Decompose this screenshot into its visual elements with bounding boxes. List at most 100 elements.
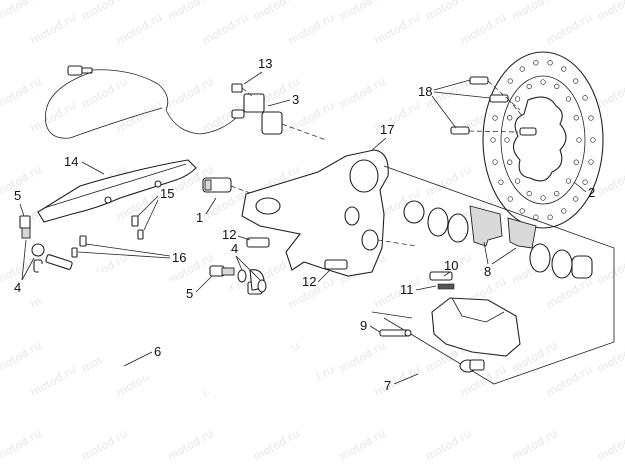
disc-hole [573,78,579,84]
callout-3: 3 [292,92,299,107]
watermark-text: motod.ru [0,75,44,111]
disc-hole [492,115,498,121]
watermark-text: motod.ru [458,11,508,47]
caliper-pistons [403,200,593,279]
bracket-bolts [246,237,348,270]
watermark-text: motod.ru [251,427,301,463]
watermark-text: motod.ru [372,275,422,311]
watermark-text: motod.ru [595,427,625,463]
watermark-text: motod.ru [337,339,387,375]
disc-hole [561,208,567,214]
watermark-text: motod.ru [544,275,594,311]
callout-17: 17 [380,122,394,137]
watermark-text: motod.ru [372,11,422,47]
disc-hole [561,66,567,72]
watermark-text: motod.ru [544,11,594,47]
callout-5-left: 5 [14,188,21,203]
watermark-text: motod.ru [114,11,164,47]
caliper-pin [202,177,259,197]
disc-bolts [450,76,537,136]
callout-12-bottom: 12 [302,274,316,289]
watermark-text: motod.ru [509,0,559,24]
watermark-text: motod.ru [337,75,387,111]
disc-hole [519,208,525,214]
watermark-text: motod.ru [200,11,250,47]
watermark-text: motod.ru [595,75,625,111]
disc-hole [540,195,546,201]
watermark-text: motod.ru [28,11,78,47]
callout-1: 1 [196,210,203,225]
watermark-text: motod.ru [423,0,473,24]
callout-10: 10 [444,258,458,273]
watermark-text: motod.ru [337,427,387,463]
watermark-text: motod.ru [595,339,625,375]
disc-hole [533,60,539,66]
disc-hole [554,190,560,197]
disc-hole [582,95,588,101]
sensor-bracket [231,83,327,141]
disc-hole [547,60,553,66]
watermark-text: motod.ru [79,0,129,24]
disc-hole [588,115,594,121]
disc-hole [565,96,572,102]
guard-screws [71,215,144,258]
disc-hole [588,159,594,165]
watermark-text: motod.ru [0,0,44,24]
watermark-text: motod.ru [595,0,625,24]
callout-7: 7 [384,378,391,393]
watermark-text: motod.ru [544,363,594,399]
callout-2: 2 [588,185,595,200]
watermark-text: motod.ru [509,427,559,463]
watermark-text: motod.ru [28,99,78,135]
watermark-text: motod.ru [79,75,129,111]
watermark-text: motod.ru [0,339,44,375]
callout-16: 16 [172,250,186,265]
brake-pads [469,205,537,249]
disc-hole [519,66,525,72]
watermark-text: motod.ru [251,0,301,24]
watermark-text: motod.ru [165,75,215,111]
disc-hole [576,137,582,143]
callout-4-left: 4 [14,280,21,295]
disc-hole [582,179,588,185]
disc-hole [540,79,546,85]
callout-5-center: 5 [186,286,193,301]
disc-hole [573,115,579,121]
disc-hole [498,179,504,185]
watermark-text: motod.ru [337,0,387,24]
disc-hole [565,178,572,184]
disc-hole [514,178,521,184]
callout-14: 14 [64,154,78,169]
watermark-text: motod.ru [114,99,164,135]
disc-hole [507,159,513,165]
disc-hole [533,214,539,220]
chain-guard [37,159,197,223]
disc-hole [490,137,496,143]
caliper-bracket [241,149,417,277]
brake-disc [482,51,604,229]
disc-hole [507,78,513,84]
callout-13: 13 [258,56,272,71]
watermark-text: motod.ru [79,427,129,463]
disc-hole [507,115,513,121]
disc-hole [573,159,579,165]
watermark-text: motod.ru [423,163,473,199]
brake-sensor-cable [44,65,245,139]
disc-hole [590,137,596,143]
disc-hole [492,159,498,165]
caliper-body [431,297,521,373]
disc-hole [514,96,521,102]
disc-hole [554,83,560,90]
watermark-text: motod.ru [0,163,44,199]
watermark-text: motod.ru [595,251,625,287]
callout-6: 6 [154,344,161,359]
watermark-text: motod.ru [28,363,78,399]
disc-hole [504,137,510,143]
callout-4-center: 4 [231,241,238,256]
disc-hole [526,190,532,197]
watermark-text: motod.ru [372,363,422,399]
small-parts [371,271,455,337]
callout-15: 15 [160,186,174,201]
watermark-text: motod.ru [286,11,336,47]
